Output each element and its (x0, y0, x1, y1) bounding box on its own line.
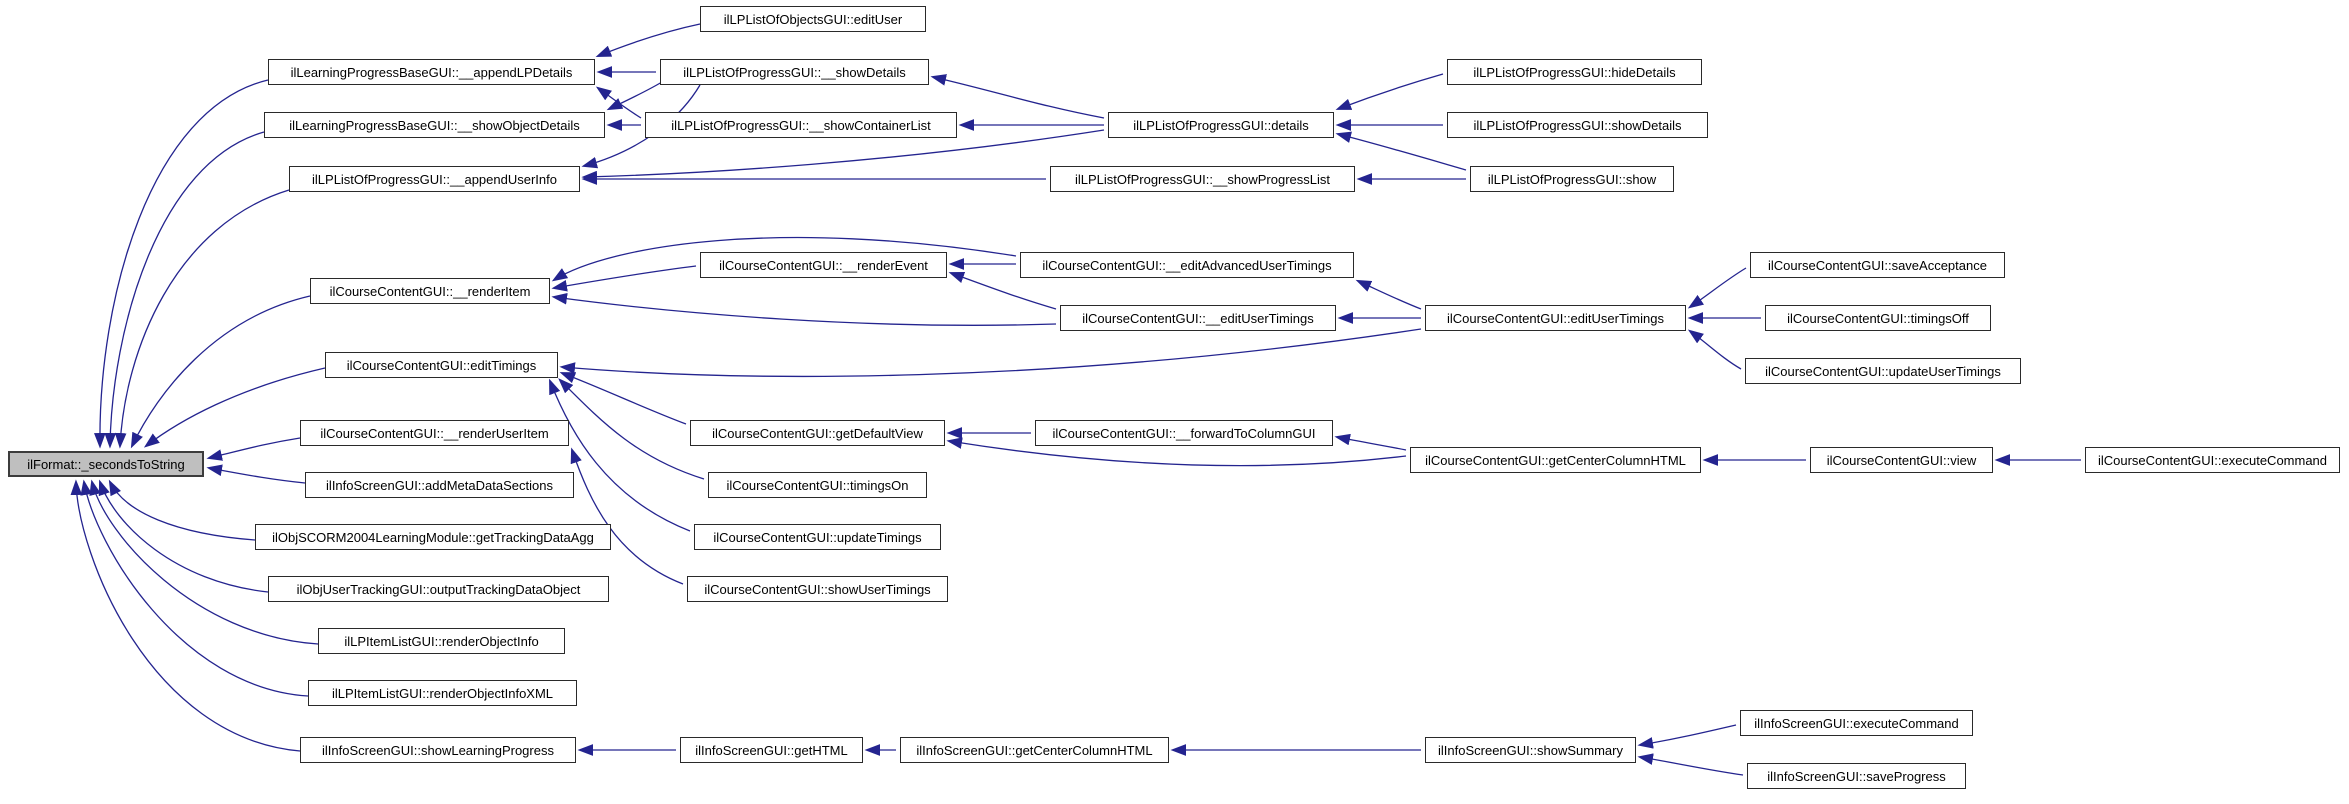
node-lpp-show-details-internal[interactable]: ilLPListOfProgressGUI::__showDetails (660, 59, 929, 85)
node-lpo-edit-user[interactable]: ilLPListOfObjectsGUI::editUser (700, 6, 926, 32)
node-ccg-render-event[interactable]: ilCourseContentGUI::__renderEvent (700, 252, 947, 278)
node-lpp-show-details[interactable]: ilLPListOfProgressGUI::showDetails (1447, 112, 1708, 138)
node-lpb-append-lp-details[interactable]: ilLearningProgressBaseGUI::__appendLPDet… (268, 59, 595, 85)
edge-isg-add-meta-data-sections--ilformat-seconds-to-string (206, 464, 306, 484)
edge-ccg-edit-user-timings-internal--ccg-render-event (948, 271, 1057, 310)
node-lpi-render-object-info-xml[interactable]: ilLPItemListGUI::renderObjectInfoXML (308, 680, 577, 706)
node-isg-get-html[interactable]: ilInfoScreenGUI::getHTML (680, 737, 863, 763)
edge-lpp-hide-details--lpp-details (1335, 73, 1444, 110)
node-ccg-edit-timings[interactable]: ilCourseContentGUI::editTimings (325, 352, 558, 378)
edge-lpp-append-user-info--ilformat-seconds-to-string (114, 189, 290, 449)
node-ccg-render-user-item[interactable]: ilCourseContentGUI::__renderUserItem (300, 420, 569, 446)
node-ccg-update-user-timings[interactable]: ilCourseContentGUI::updateUserTimings (1745, 358, 2021, 384)
node-lpi-render-object-info[interactable]: ilLPItemListGUI::renderObjectInfo (318, 628, 565, 654)
edge-ccg-get-center-column-html--ccg-forward-to-column-gui (1334, 433, 1407, 451)
edge-lpp-details--lpp-show-details-internal (930, 74, 1105, 119)
node-ccg-edit-user-timings[interactable]: ilCourseContentGUI::editUserTimings (1425, 305, 1686, 331)
node-ccg-timings-off[interactable]: ilCourseContentGUI::timingsOff (1765, 305, 1991, 331)
node-ccg-save-acceptance[interactable]: ilCourseContentGUI::saveAcceptance (1750, 252, 2005, 278)
edge-lpi-render-object-info-xml--ilformat-seconds-to-string (80, 479, 309, 697)
node-ccg-forward-to-column-gui[interactable]: ilCourseContentGUI::__forwardToColumnGUI (1035, 420, 1333, 446)
node-isg-get-center-column-html[interactable]: ilInfoScreenGUI::getCenterColumnHTML (900, 737, 1169, 763)
edge-lpb-show-object-details--ilformat-seconds-to-string (104, 131, 265, 449)
edge-ccg-timings-on--ccg-edit-timings (558, 378, 705, 480)
edge-ccg-edit-timings--ilformat-seconds-to-string (143, 367, 326, 448)
node-ccg-get-default-view[interactable]: ilCourseContentGUI::getDefaultView (690, 420, 945, 446)
edge-ccg-save-acceptance--ccg-edit-user-timings (1687, 267, 1747, 309)
node-ccg-show-user-timings[interactable]: ilCourseContentGUI::showUserTimings (687, 576, 948, 602)
edge-ccg-show-user-timings--ccg-render-user-item (570, 447, 684, 585)
node-ccg-timings-on[interactable]: ilCourseContentGUI::timingsOn (708, 472, 927, 498)
node-ccg-render-item[interactable]: ilCourseContentGUI::__renderItem (310, 278, 550, 304)
edge-isg-show-learning-progress--ilformat-seconds-to-string (70, 479, 301, 752)
edge-ccg-render-item--ilformat-seconds-to-string (130, 295, 311, 449)
edge-scorm-get-tracking-data-agg--ilformat-seconds-to-string (108, 479, 256, 541)
edge-ccg-render-event--ccg-render-item (551, 265, 697, 292)
edge-lpp-details--lpp-append-user-info (581, 129, 1105, 183)
node-lpp-details[interactable]: ilLPListOfProgressGUI::details (1108, 112, 1334, 138)
node-lpp-show-progress-list[interactable]: ilLPListOfProgressGUI::__showProgressLis… (1050, 166, 1355, 192)
edge-ccg-render-user-item--ilformat-seconds-to-string (206, 437, 301, 461)
node-isg-show-summary[interactable]: ilInfoScreenGUI::showSummary (1425, 737, 1636, 763)
node-scorm-get-tracking-data-agg[interactable]: ilObjSCORM2004LearningModule::getTrackin… (255, 524, 611, 550)
node-lpp-show[interactable]: ilLPListOfProgressGUI::show (1470, 166, 1674, 192)
edge-ccg-get-default-view--ccg-edit-timings (559, 372, 687, 425)
edge-lpi-render-object-info--ilformat-seconds-to-string (89, 479, 319, 645)
node-ccg-execute-command[interactable]: ilCourseContentGUI::executeCommand (2085, 447, 2340, 473)
edge-lpo-edit-user--lpb-append-lp-details (595, 23, 701, 57)
edge-ccg-get-center-column-html--ccg-get-default-view (946, 437, 1407, 467)
edge-ccg-edit-user-timings-internal--ccg-render-item (551, 292, 1057, 326)
edge-ccg-update-user-timings--ccg-edit-user-timings (1687, 329, 1742, 370)
edge-lpb-append-lp-details--ilformat-seconds-to-string (93, 79, 269, 449)
node-lpp-hide-details[interactable]: ilLPListOfProgressGUI::hideDetails (1447, 59, 1702, 85)
node-ccg-edit-user-timings-internal[interactable]: ilCourseContentGUI::__editUserTimings (1060, 305, 1336, 331)
node-ccg-edit-advanced-user-timings[interactable]: ilCourseContentGUI::__editAdvancedUserTi… (1020, 252, 1354, 278)
edge-ccg-edit-user-timings--ccg-edit-advanced-user-timings (1355, 279, 1422, 310)
node-utg-output-tracking-data-object[interactable]: ilObjUserTrackingGUI::outputTrackingData… (268, 576, 609, 602)
node-lpp-show-container-list[interactable]: ilLPListOfProgressGUI::__showContainerLi… (645, 112, 957, 138)
node-isg-add-meta-data-sections[interactable]: ilInfoScreenGUI::addMetaDataSections (305, 472, 574, 498)
node-lpp-append-user-info[interactable]: ilLPListOfProgressGUI::__appendUserInfo (289, 166, 580, 192)
node-ilformat-seconds-to-string: ilFormat::_secondsToString (8, 451, 204, 477)
edge-ccg-edit-user-timings--ccg-edit-timings (559, 328, 1422, 377)
edge-isg-save-progress--isg-show-summary (1637, 753, 1744, 776)
edge-isg-execute-command--isg-show-summary (1637, 724, 1737, 749)
node-isg-show-learning-progress[interactable]: ilInfoScreenGUI::showLearningProgress (300, 737, 576, 763)
node-ccg-view[interactable]: ilCourseContentGUI::view (1810, 447, 1993, 473)
node-isg-execute-command[interactable]: ilInfoScreenGUI::executeCommand (1740, 710, 1973, 736)
edge-lpp-show-details-internal--lpb-show-object-details (606, 81, 663, 111)
edge-lpp-show--lpp-details (1335, 131, 1467, 171)
node-lpb-show-object-details[interactable]: ilLearningProgressBaseGUI::__showObjectD… (264, 112, 605, 138)
edge-ccg-update-timings--ccg-edit-timings (549, 378, 691, 532)
edge-utg-output-tracking-data-object--ilformat-seconds-to-string (98, 479, 269, 593)
node-ccg-update-timings[interactable]: ilCourseContentGUI::updateTimings (694, 524, 941, 550)
edge-ccg-edit-advanced-user-timings--ccg-render-item (551, 236, 1017, 282)
node-ccg-get-center-column-html[interactable]: ilCourseContentGUI::getCenterColumnHTML (1410, 447, 1701, 473)
node-isg-save-progress[interactable]: ilInfoScreenGUI::saveProgress (1747, 763, 1966, 789)
